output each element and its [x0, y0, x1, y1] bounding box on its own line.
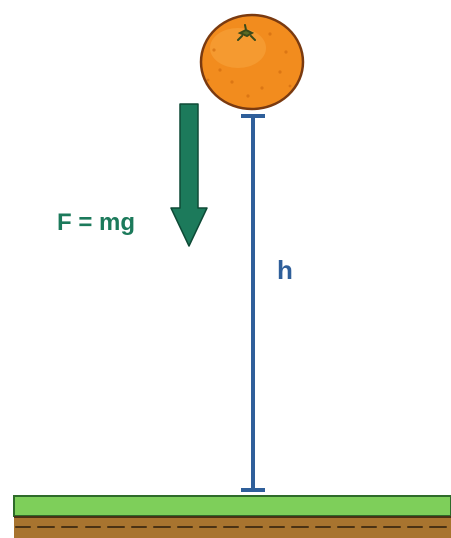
force-label: F = mg	[57, 209, 136, 236]
orange-icon	[199, 13, 305, 111]
height-bracket-icon	[241, 114, 265, 492]
height-label: h	[277, 255, 293, 285]
grass-ground-icon	[13, 495, 451, 538]
down-arrow-icon	[170, 103, 208, 247]
